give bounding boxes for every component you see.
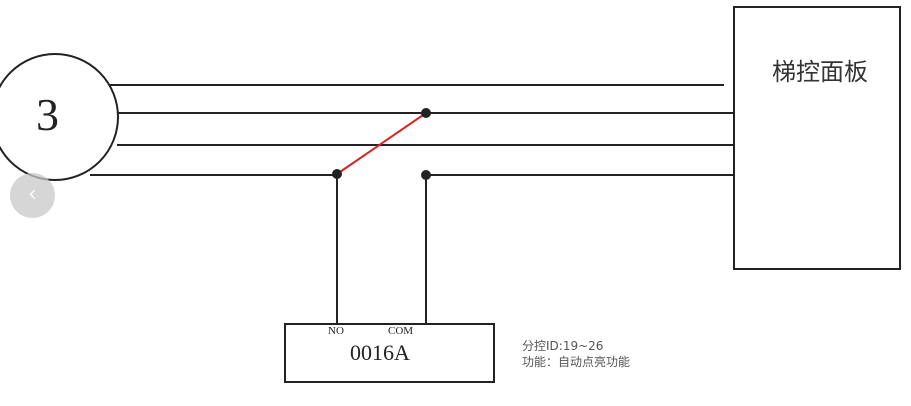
module-model: 0016A xyxy=(350,340,410,365)
note-id-range: 分控ID:19~26 xyxy=(522,339,604,353)
junction-dot xyxy=(421,108,431,118)
node-circle xyxy=(0,53,119,181)
elevator-panel-box xyxy=(733,6,901,270)
jumper-wire xyxy=(336,112,427,175)
node-number: 3 xyxy=(36,89,59,140)
pin-com-label: COM xyxy=(388,325,414,337)
junction-dot xyxy=(332,169,342,179)
panel-label: 梯控面板 xyxy=(772,58,868,86)
junction-dot xyxy=(421,170,431,180)
module-box xyxy=(284,323,495,383)
pin-no-label: NO xyxy=(328,325,344,337)
note-function: 功能：自动点亮功能 xyxy=(522,355,631,369)
prev-button[interactable]: ‹ xyxy=(10,173,55,218)
chevron-left-icon: ‹ xyxy=(28,182,37,207)
